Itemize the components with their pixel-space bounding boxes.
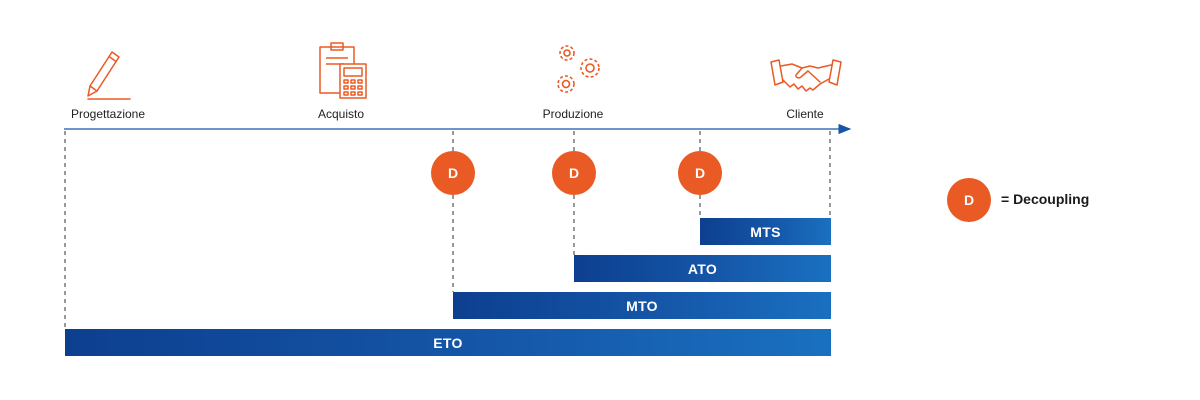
stage-label-produzione: Produzione	[542, 107, 604, 121]
stage-label-cliente: Cliente	[786, 107, 824, 121]
bar-ato: ATO	[574, 255, 831, 282]
stage-label-acquisto: Acquisto	[317, 107, 365, 121]
bar-mts: MTS	[700, 218, 831, 245]
clipboard-calculator-icon	[319, 42, 367, 99]
legend-text: = Decoupling	[1001, 191, 1090, 207]
decoupling-point-mts: D	[678, 151, 722, 195]
decoupling-point-mto: D	[431, 151, 475, 195]
gears-icon	[557, 45, 600, 93]
bar-mto: MTO	[453, 292, 831, 319]
handshake-icon	[770, 59, 842, 92]
legend-marker: D	[947, 178, 991, 222]
bar-eto: ETO	[65, 329, 831, 356]
stage-label-progettazione: Progettazione	[70, 107, 146, 121]
pencil-icon	[87, 51, 131, 100]
decoupling-point-ato: D	[552, 151, 596, 195]
